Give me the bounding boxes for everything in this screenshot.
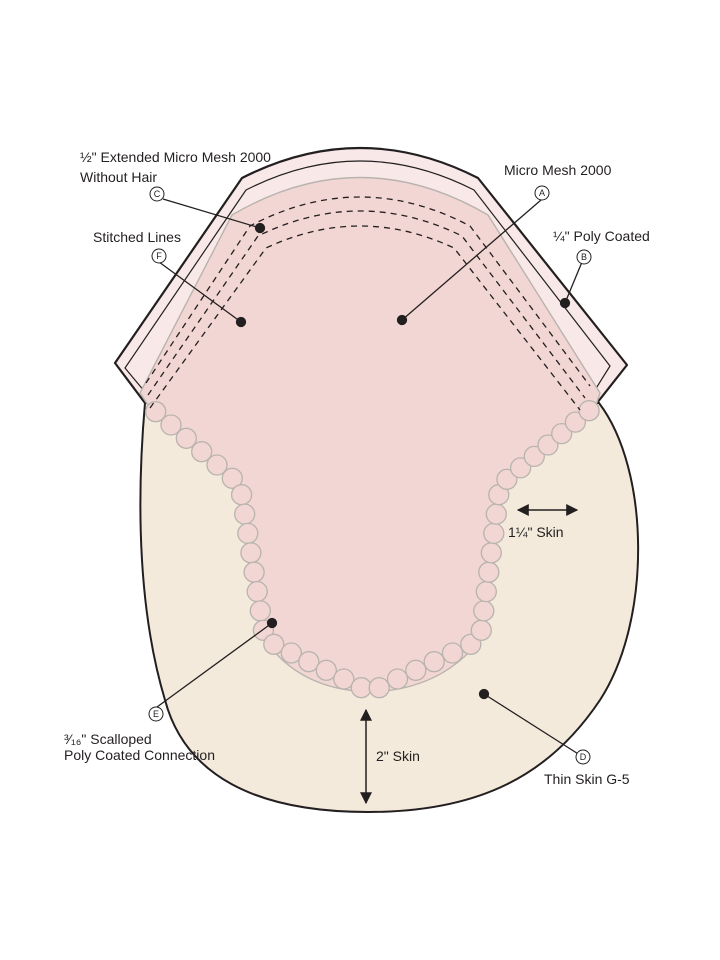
svg-text:D: D (580, 752, 587, 762)
scallop (237, 522, 259, 545)
scallop (350, 677, 372, 699)
scallop (564, 411, 587, 433)
scallop (473, 600, 495, 622)
svg-text:F: F (156, 251, 162, 261)
label-thin-skin: Thin Skin G-5 (544, 771, 630, 787)
poly-coated-inner-line (124, 160, 611, 399)
svg-text:C: C (154, 189, 161, 199)
label-poly-coated: ¼" Poly Coated (553, 228, 650, 244)
label-extended-mesh-line1: ½" Extended Micro Mesh 2000 (80, 149, 271, 165)
scallop (509, 457, 532, 479)
badge-a: A (534, 185, 550, 201)
badge-c: C (149, 186, 165, 202)
scallop (475, 580, 497, 603)
label-skin-width: 1¼" Skin (508, 524, 564, 540)
scallop (243, 561, 265, 583)
label-stitched-lines: Stitched Lines (93, 229, 181, 245)
svg-text:E: E (153, 709, 159, 719)
scallop (478, 561, 500, 583)
scallop (496, 468, 518, 490)
scallop (280, 642, 302, 664)
scallop (298, 651, 320, 673)
scallop (249, 600, 271, 622)
scalloped-connection (145, 400, 600, 699)
svg-text:A: A (539, 188, 545, 198)
scallop (578, 400, 600, 422)
scallop (405, 659, 427, 681)
scallop (485, 503, 507, 525)
scallop (386, 668, 409, 690)
label-extended-mesh-line2: Without Hair (80, 169, 157, 185)
scallop (263, 633, 285, 655)
scallop (368, 677, 390, 699)
label-front-skin: 2" Skin (376, 748, 420, 764)
svg-text:B: B (581, 252, 587, 262)
scallop (234, 503, 256, 525)
scallop (191, 441, 213, 463)
scallop (523, 445, 545, 468)
scallop (240, 542, 262, 564)
scallop (230, 484, 253, 506)
scallop (333, 668, 355, 690)
badge-d: D (575, 749, 591, 765)
label-scalloped-line1: ³⁄₁₆" Scalloped (64, 731, 152, 747)
scallop (480, 542, 502, 564)
leader-lines (156, 198, 584, 758)
scallop (221, 467, 243, 489)
badge-b: B (576, 249, 592, 265)
scallop (315, 659, 337, 681)
scallop (160, 414, 182, 436)
scallop (551, 422, 573, 445)
scallop (483, 522, 505, 545)
label-scalloped-line2: Poly Coated Connection (64, 747, 215, 763)
scallop (423, 651, 445, 673)
scallop (441, 642, 464, 664)
label-micro-mesh: Micro Mesh 2000 (504, 162, 612, 178)
scallop (537, 434, 559, 456)
scallop (246, 580, 268, 603)
badge-f: F (151, 248, 167, 264)
scallop (470, 619, 492, 641)
badge-e: E (148, 706, 164, 722)
stitched-lines (145, 196, 591, 411)
scallop (175, 427, 197, 449)
scallop (206, 454, 228, 476)
